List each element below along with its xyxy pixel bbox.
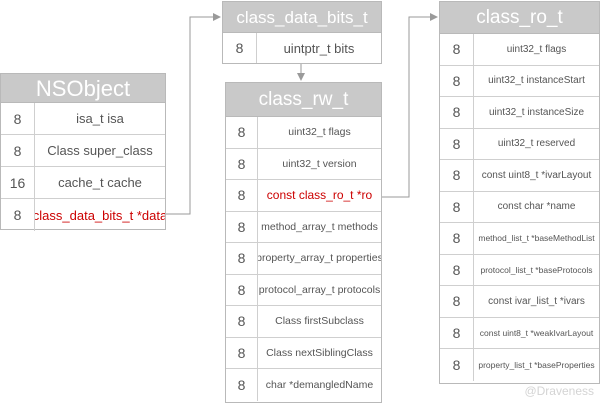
field-size: 8 (1, 135, 35, 166)
table-row: 8 const class_ro_t *ro (226, 180, 381, 212)
field-name: const uint8_t *ivarLayout (481, 169, 592, 181)
nsobject-title: NSObject (1, 74, 165, 103)
field-name: uint32_t flags (288, 126, 351, 139)
field-name: uint32_t reserved (497, 138, 576, 150)
field-size: 8 (226, 306, 258, 337)
table-row: 8 uint32_t flags (226, 117, 381, 149)
table-row: 8 uint32_t instanceStart (440, 65, 599, 97)
field-size: 8 (226, 211, 258, 242)
table-row: 8 const uint8_t *weakIvarLayout (440, 317, 599, 349)
table-row: 8 protocol_list_t *baseProtocols (440, 254, 599, 286)
table-row: 8 Class firstSubclass (226, 306, 381, 338)
class-data-bits-table: class_data_bits_t 8 uintptr_t bits (222, 1, 382, 64)
table-row: 8 Class nextSiblingClass (226, 337, 381, 369)
field-name: cache_t cache (58, 175, 142, 190)
field-size: 8 (226, 274, 258, 305)
field-size: 8 (440, 317, 474, 348)
class-rw-title: class_rw_t (226, 83, 381, 117)
table-row: 16 cache_t cache (1, 167, 165, 199)
class-ro-table: class_ro_t 8 uint32_t flags 8 uint32_t i… (439, 1, 600, 384)
field-name: uint32_t instanceStart (488, 75, 585, 87)
table-row: 8 method_array_t methods (226, 211, 381, 243)
table-row: 8 uint32_t version (226, 148, 381, 180)
field-name: uintptr_t bits (283, 40, 355, 56)
field-size: 8 (223, 33, 257, 63)
field-name: method_list_t *baseMethodList (478, 233, 595, 244)
field-size: 8 (440, 160, 474, 191)
field-name: uint32_t flags (506, 43, 567, 55)
field-name-highlighted: const class_ro_t *ro (266, 188, 373, 203)
field-name: const uint8_t *weakIvarLayout (479, 327, 594, 338)
field-name: Class super_class (47, 143, 153, 158)
table-row: 8 property_list_t *baseProperties (440, 349, 599, 381)
field-size: 8 (226, 337, 258, 368)
nsobject-table: NSObject 8 isa_t isa 8 Class super_class… (0, 73, 166, 231)
field-size: 8 (226, 369, 258, 401)
field-size: 8 (1, 103, 35, 134)
field-name: uint32_t version (282, 157, 357, 170)
table-row: 8 char *demangledName (226, 369, 381, 401)
field-size: 8 (440, 254, 474, 285)
field-size: 8 (440, 128, 474, 159)
field-name: Class firstSubclass (275, 315, 364, 328)
field-size: 8 (226, 148, 258, 179)
field-name: method_array_t methods (261, 220, 378, 233)
field-size: 8 (440, 349, 474, 381)
watermark: @Draveness (524, 384, 594, 398)
table-row: 8 const ivar_list_t *ivars (440, 286, 599, 318)
arrow-ro-to-class-ro (382, 13, 438, 198)
field-size: 8 (226, 243, 258, 274)
field-name: const char *name (497, 201, 576, 213)
field-name: property_list_t *baseProperties (478, 359, 595, 370)
table-row: 8 isa_t isa (1, 103, 165, 135)
field-size: 8 (440, 223, 474, 254)
table-row: 8 const char *name (440, 191, 599, 223)
field-size: 8 (226, 180, 258, 211)
field-name: uint32_t instanceSize (488, 106, 585, 118)
field-name: property_array_t properties (258, 252, 381, 265)
field-size: 8 (440, 286, 474, 317)
class-data-bits-title: class_data_bits_t (223, 2, 381, 33)
table-row: 8 uint32_t reserved (440, 128, 599, 160)
field-name: Class nextSiblingClass (266, 346, 373, 359)
field-name: isa_t isa (76, 111, 124, 126)
table-row: 8 property_array_t properties (226, 243, 381, 275)
table-row: 8 uint32_t flags (440, 34, 599, 66)
table-row: 8 protocol_array_t protocols (226, 274, 381, 306)
class-ro-title: class_ro_t (440, 2, 599, 34)
field-size: 8 (440, 65, 474, 96)
table-row: 8 method_list_t *baseMethodList (440, 223, 599, 255)
arrow-data-to-class-data-bits (166, 13, 221, 215)
field-size: 8 (440, 34, 474, 65)
table-row: 8 uintptr_t bits (223, 33, 381, 63)
field-size: 8 (1, 199, 35, 231)
table-row: 8 Class super_class (1, 135, 165, 167)
field-name: protocol_array_t protocols (258, 283, 381, 296)
field-name: const ivar_list_t *ivars (488, 295, 585, 307)
field-size: 16 (1, 167, 35, 198)
field-name: char *demangledName (265, 378, 374, 391)
table-row: 8 class_data_bits_t *data (1, 199, 165, 231)
field-size: 8 (440, 97, 474, 128)
class-rw-table: class_rw_t 8 uint32_t flags 8 uint32_t v… (225, 82, 382, 403)
field-name-highlighted: class_data_bits_t *data (35, 207, 165, 223)
field-size: 8 (226, 117, 258, 148)
table-row: 8 uint32_t instanceSize (440, 97, 599, 129)
field-name: protocol_list_t *baseProtocols (480, 264, 593, 275)
field-size: 8 (440, 191, 474, 222)
table-row: 8 const uint8_t *ivarLayout (440, 160, 599, 192)
